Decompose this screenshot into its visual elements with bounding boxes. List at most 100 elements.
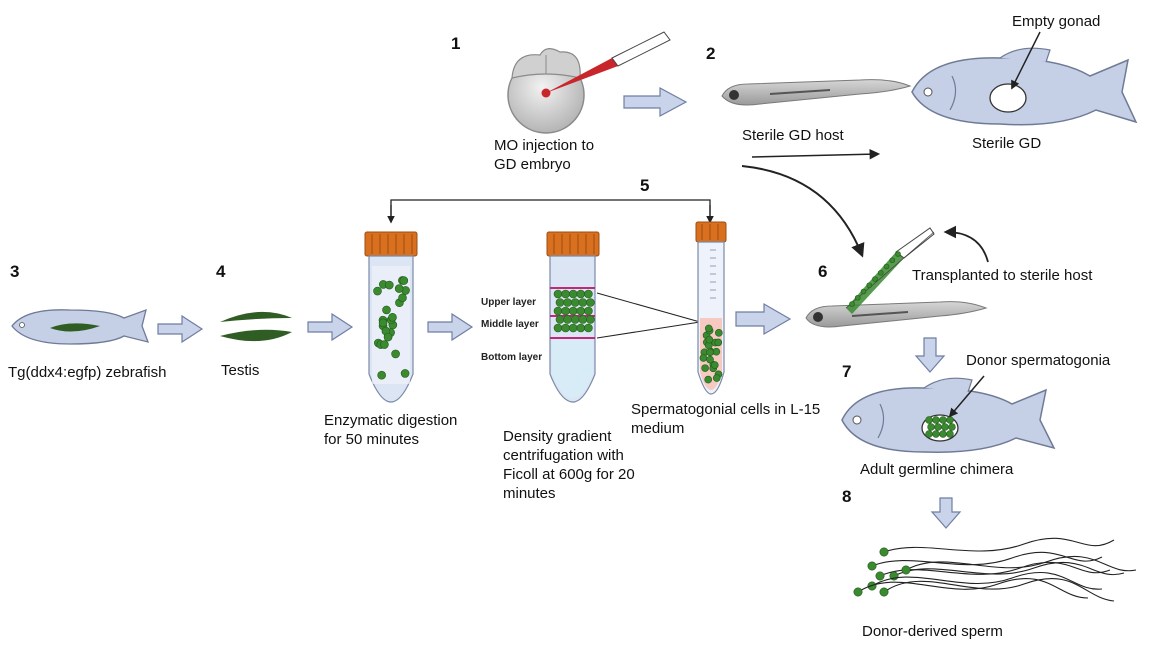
cell-marker: [578, 298, 588, 307]
chimera-fish-icon: [841, 377, 1056, 453]
enzymatic-label: Enzymatic digestion for 50 minutes: [324, 411, 457, 449]
cell-marker: [385, 280, 394, 290]
cell-marker: [715, 329, 723, 337]
cell-marker: [576, 323, 586, 333]
bottom-layer-label: Bottom layer: [481, 352, 543, 363]
sperm-tail: [871, 551, 1103, 567]
cell-marker: [373, 286, 382, 296]
cell-marker: [895, 251, 901, 257]
cell-marker: [710, 361, 719, 369]
needle-cells: [849, 251, 901, 307]
cell-marker: [561, 289, 570, 299]
cell-marker: [383, 332, 393, 342]
empty-gonad-pointer: [1011, 31, 1041, 90]
middle-layer-connector-top: [596, 292, 701, 323]
donor-fish-icon: [11, 308, 150, 345]
cell-marker: [934, 423, 942, 431]
sperm-head: [867, 581, 877, 591]
cell-marker: [377, 370, 386, 380]
arrow-host-to-sterile-gd: [751, 148, 881, 160]
embryo-icon: [507, 48, 585, 134]
step-number-5: 5: [640, 176, 650, 195]
sterile-gd-host-label: Sterile GD host: [742, 127, 844, 144]
step-number-6: 6: [818, 262, 828, 281]
cell-marker: [932, 430, 940, 438]
cell-marker: [398, 293, 407, 303]
cell-marker: [586, 315, 595, 324]
cell-marker: [561, 323, 570, 333]
sperm-tail: [857, 578, 1089, 599]
cell-marker: [584, 323, 593, 333]
middle-layer-connector-bottom: [596, 321, 701, 339]
cell-marker: [555, 315, 565, 324]
cell-marker: [706, 348, 714, 357]
adult-chimera-label: Adult germline chimera: [860, 461, 1014, 478]
cell-marker: [578, 315, 588, 324]
step-number-7: 7: [842, 362, 852, 381]
cell-marker: [568, 323, 578, 333]
cell-marker: [576, 289, 586, 299]
sperm-cells-label: Spermatogonial cells in L-15 medium: [631, 400, 820, 438]
sperm-tail: [871, 572, 1103, 590]
cell-marker: [889, 257, 896, 264]
cell-marker: [394, 284, 404, 293]
enzymatic-line2: for 50 minutes: [324, 431, 420, 448]
cell-marker: [866, 282, 873, 289]
arrow-3-to-4: [157, 314, 204, 344]
arrow-4-to-digestion: [307, 312, 354, 342]
arrow-7-to-8: [930, 497, 962, 529]
cell-marker: [378, 318, 388, 328]
cell-marker: [570, 315, 580, 324]
cell-marker: [584, 306, 593, 316]
injection-needle-icon: [546, 31, 671, 93]
chimera-gonad-cells: [925, 416, 956, 438]
transplant-needle-icon: [845, 227, 935, 314]
cell-marker: [925, 416, 933, 424]
cell-marker: [553, 306, 563, 316]
sperm-tail: [883, 537, 1115, 553]
cell-marker: [570, 298, 580, 307]
sperm-head: [875, 571, 885, 581]
cell-marker: [704, 375, 712, 384]
cell-marker: [391, 349, 400, 359]
cell-marker: [860, 288, 867, 295]
density-line2: centrifugation with: [503, 447, 624, 464]
cell-marker: [576, 306, 586, 316]
cell-marker: [380, 340, 389, 349]
cell-marker: [932, 416, 940, 424]
cell-marker: [706, 355, 714, 364]
cell-marker: [712, 374, 721, 382]
arrow-6-to-7: [914, 337, 946, 373]
tube-digestion-cells: [373, 276, 410, 380]
testis-icon: [220, 311, 292, 342]
cell-marker: [946, 430, 954, 438]
cell-marker: [568, 289, 578, 299]
donor-sperm-label: Donor-derived sperm: [862, 623, 1003, 640]
transplant-larva-icon: [805, 301, 988, 328]
cell-marker: [948, 423, 956, 431]
cell-marker: [400, 369, 410, 378]
step-number-4: 4: [216, 262, 226, 281]
cell-marker: [854, 294, 861, 301]
donor-spermatogonia-pointer: [948, 375, 985, 418]
cell-marker: [555, 298, 565, 307]
testis-label: Testis: [221, 362, 260, 379]
sperm-head: [879, 587, 889, 597]
tube-medium-cells: [699, 324, 723, 384]
cell-marker: [563, 315, 572, 324]
transplanted-label: Transplanted to sterile host: [912, 267, 1093, 284]
mo-injection-line2: GD embryo: [494, 156, 571, 173]
sperm-icon: [853, 537, 1137, 602]
mo-injection-line1: MO injection to: [494, 137, 595, 154]
step-number-1: 1: [451, 34, 461, 53]
cell-marker: [704, 324, 713, 333]
cell-marker: [553, 323, 563, 333]
sperm-head: [901, 565, 911, 575]
step-number-2: 2: [706, 44, 716, 63]
upper-layer-label: Upper layer: [481, 297, 537, 308]
cell-marker: [584, 289, 593, 299]
sperm-tail: [905, 556, 1137, 572]
cell-marker: [927, 423, 935, 431]
sperm-cells-line2: medium: [631, 420, 685, 437]
